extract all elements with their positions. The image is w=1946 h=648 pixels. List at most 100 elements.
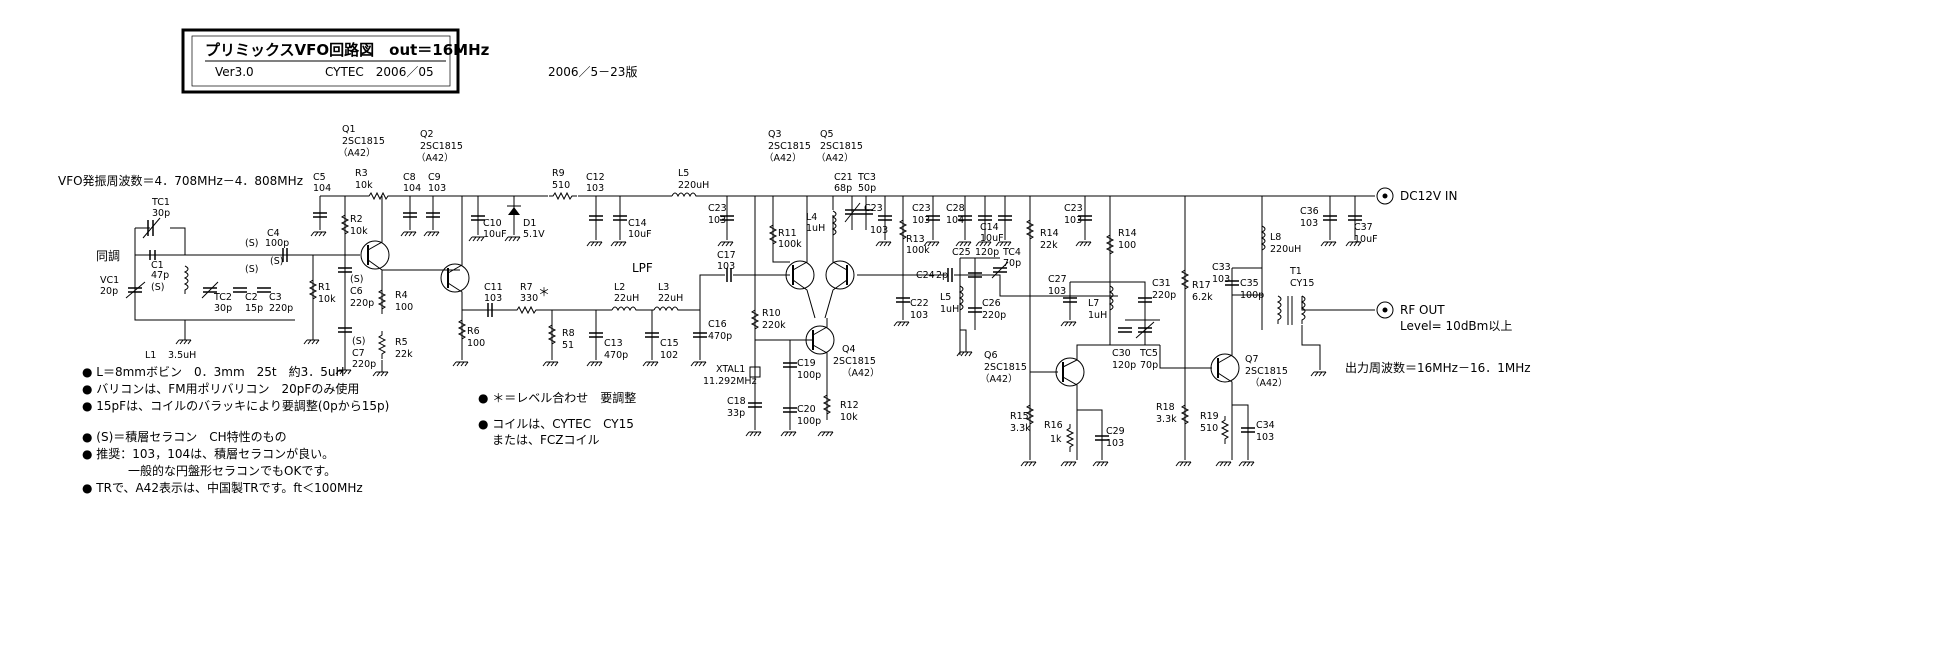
c14a-ref: C14 [628,218,647,229]
c23a-ref: C23 [708,203,727,214]
c24-val: 2p [936,270,948,281]
l4-ref: L4 [806,212,817,223]
rf-level-label: Level= 10dBm以上 [1400,319,1512,333]
c29-ref: C29 [1106,426,1125,437]
r9-ref: R9 [552,168,565,179]
c33-val: 103 [1212,274,1230,285]
c9-val: 103 [428,183,446,194]
c21-val: 68p [834,183,852,194]
org-date-label: CYTEC 2006／05 [325,65,434,79]
r7-val: 330 [520,293,538,304]
r12-val: 10k [840,412,858,423]
c6-ref: C6 [350,286,363,297]
d1-ref: D1 [523,218,536,229]
r18-val: 3.3k [1156,414,1177,425]
l5a-ref: L5 [678,168,689,179]
c5-ref: C5 [313,172,326,183]
q5-note: （A42） [816,152,854,164]
r10-val: 220k [762,320,786,331]
c16-ref: C16 [708,319,727,330]
c13-ref: C13 [604,338,623,349]
note-line: ● L＝8mmボビン 0．3mm 25t 約3．5uH [82,364,345,379]
r7-ref: R7 [520,282,533,293]
notes-mid: ● ＊＝レベル合わせ 要調整 ● コイルは、CYTEC CY15 または、FCZ… [478,390,636,447]
c31-ref: C31 [1152,278,1171,289]
component-labels: TC1 30p C1 47p (S) VC1 20p L1 3.5uH TC2 … [100,168,1378,449]
l5b-ref: L5 [940,292,951,303]
c7-ref: C7 [352,348,365,359]
c8-ref: C8 [403,172,416,183]
t1-ref: T1 [1289,266,1302,277]
r4-val: 100 [395,302,413,313]
c1-s: (S) [151,282,164,293]
s-marker-2: (S) [245,264,258,275]
c11-val: 103 [484,293,502,304]
c33-ref: C33 [1212,262,1231,273]
c25-ref: C25 [952,247,971,258]
c3-val: 220p [269,303,293,314]
r2-ref: R2 [350,214,363,225]
c31-val: 220p [1152,290,1176,301]
xtal1-ref: XTAL1 [716,364,745,375]
l3-val: 22uH [658,293,683,304]
c1-val: 47p [151,270,169,281]
c11-ref: C11 [484,282,503,293]
q2-ref: Q2 [420,129,434,140]
c15-ref: C15 [660,338,679,349]
c14b-ref: C14 [980,222,999,233]
supply-rail [320,187,1394,205]
title-box: プリミックスVFO回路図 out＝16MHz Ver3.0 CYTEC 2006… [181,28,490,94]
c34-val: 103 [1256,432,1274,443]
q3-note: （A42） [764,152,802,164]
r8-ref: R8 [562,328,575,339]
c27-ref: C27 [1048,274,1067,285]
tc2-val: 30p [214,303,232,314]
c9-ref: C9 [428,172,441,183]
tc1-val: 30p [152,208,170,219]
lpf-label: LPF [632,261,653,275]
note-line: ● バリコンは、FM用ポリバリコン 20pFのみ使用 [82,381,359,396]
c12-ref: C12 [586,172,605,183]
r10-ref: R10 [762,308,781,319]
revision-date: 2006／5－23版 [548,65,637,79]
c17-ref: C17 [717,250,736,261]
mixer-section [745,196,941,437]
c4-ref: C4 [267,228,280,239]
r14a-val: 22k [1040,240,1058,251]
r7-adjust-mark: ＊ [538,285,550,299]
l7-ref: L7 [1088,298,1099,309]
c17-val: 103 [717,261,735,272]
c15-val: 102 [660,350,678,361]
c14a-val: 10uF [628,229,652,240]
r5-ref: R5 [395,337,408,348]
tc3-ref: TC3 [857,172,876,183]
q6-ref: Q6 [984,350,998,361]
c30-val: 120p [1112,360,1136,371]
note-line: ● 15pFは、コイルのバラッキにより要調整(0pから15p) [82,398,389,413]
d1-val: 5.1V [523,229,545,240]
r6-ref: R6 [467,326,480,337]
r1-val: 10k [318,294,336,305]
q6-note: （A42） [980,373,1018,385]
c36-val: 103 [1300,218,1318,229]
r13-val: 100k [906,245,930,256]
c37-ref: C37 [1354,222,1373,233]
version-label: Ver3.0 [215,65,254,79]
c10-ref: C10 [483,218,502,229]
note-line: ● コイルは、CYTEC CY15 [478,417,634,431]
c7-val: 220p [352,359,376,370]
c1-ref: C1 [151,260,164,271]
tc2-ref: TC2 [213,292,232,303]
r9-val: 510 [552,180,570,191]
c24-ref: C24 [916,270,935,281]
tc5-val: 70p [1140,360,1158,371]
l7-val: 1uH [1088,310,1107,321]
q7-ref: Q7 [1245,354,1259,365]
c35-ref: C35 [1240,278,1259,289]
r19-ref: R19 [1200,411,1219,422]
note-line: ● (S)＝積層セラコン CH特性のもの [82,429,287,444]
note-line: ● ＊＝レベル合わせ 要調整 [478,390,636,405]
q3-ref: Q3 [768,129,782,140]
c37-val: 10uF [1354,234,1378,245]
